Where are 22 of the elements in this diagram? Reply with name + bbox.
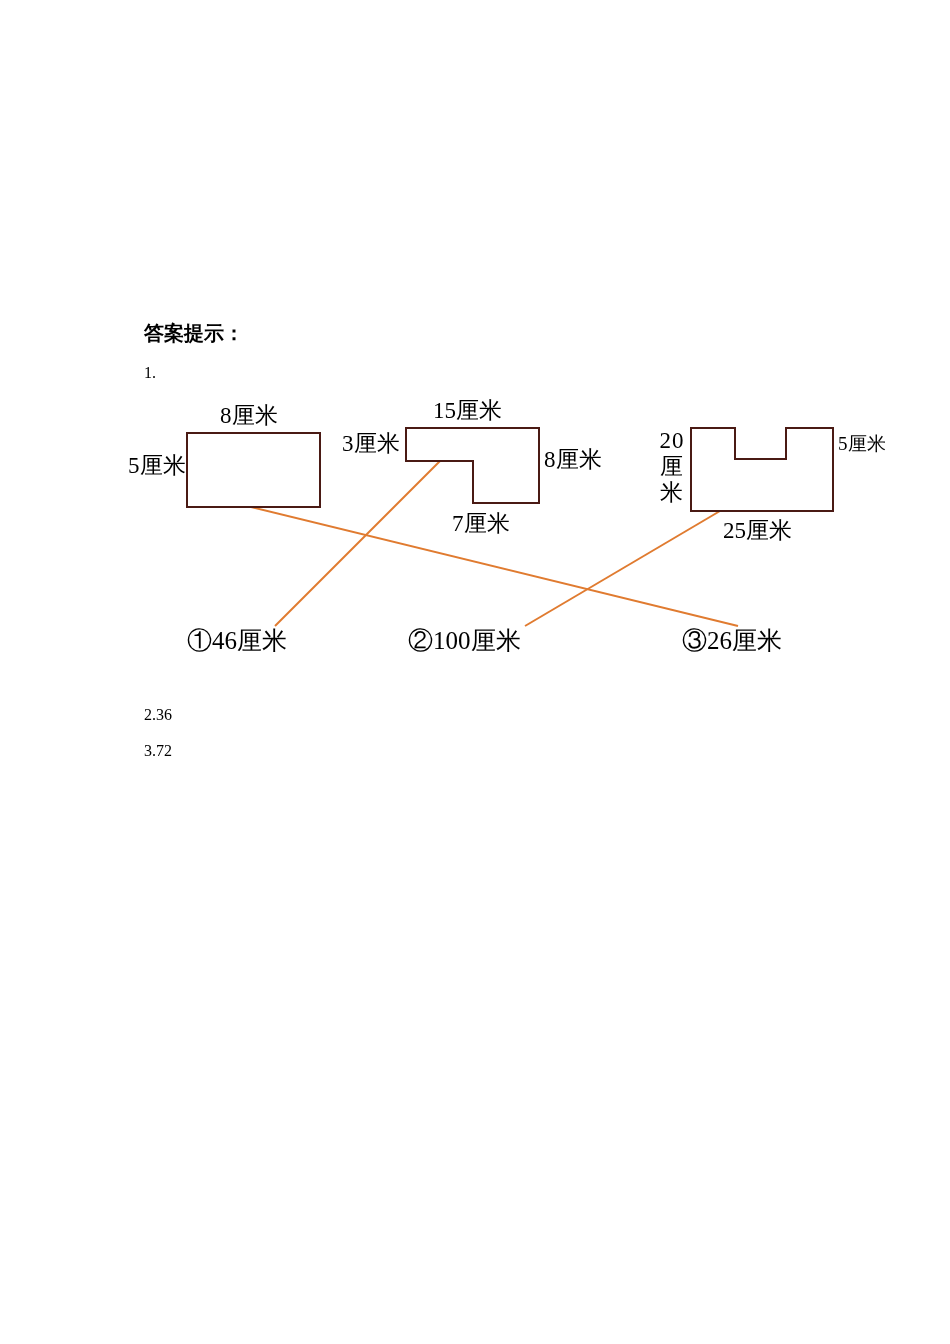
question-number: 1. bbox=[144, 364, 156, 382]
rectangle-outline bbox=[187, 433, 320, 507]
matching-line bbox=[274, 460, 441, 627]
matching-line bbox=[524, 510, 721, 627]
matching-line bbox=[250, 506, 739, 627]
dimension-label: 8厘米 bbox=[220, 403, 278, 429]
answer-option: ①46厘米 bbox=[187, 626, 313, 658]
question-number: 2.36 bbox=[144, 706, 172, 724]
dimension-label: 20厘米 bbox=[658, 428, 686, 506]
dimension-label: 5厘米 bbox=[128, 453, 186, 479]
dimension-label: 7厘米 bbox=[452, 511, 510, 537]
notched-shape-outline bbox=[691, 428, 833, 511]
heading: 答案提示： bbox=[144, 320, 244, 347]
dimension-label: 15厘米 bbox=[433, 398, 502, 424]
dimension-label: 3厘米 bbox=[342, 431, 400, 457]
dimension-label: 8厘米 bbox=[544, 447, 602, 473]
question-number: 3.72 bbox=[144, 742, 172, 760]
dimension-label: 5厘米 bbox=[838, 432, 886, 456]
answer-option: ②100厘米 bbox=[408, 626, 550, 658]
l-shape-outline bbox=[406, 428, 539, 503]
dimension-label: 25厘米 bbox=[723, 518, 792, 544]
answer-option: ③26厘米 bbox=[682, 626, 808, 658]
